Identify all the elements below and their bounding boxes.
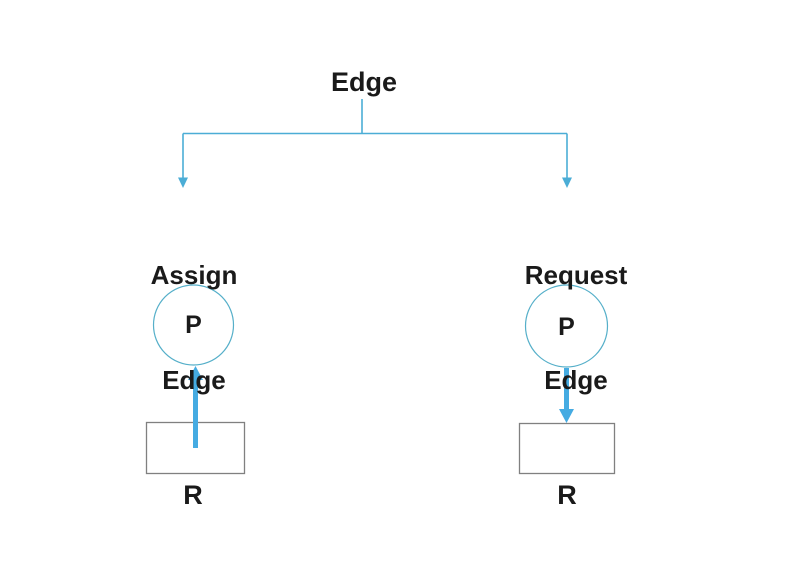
process-label-left: P	[185, 310, 202, 339]
assign-edge-label-line2: Edge	[162, 365, 226, 395]
request-edge-label: Request Edge	[491, 188, 661, 468]
request-edge-label-line2: Edge	[544, 365, 608, 395]
resource-label-right: R	[557, 480, 577, 510]
process-label-right: P	[558, 312, 575, 341]
assign-arrow	[188, 366, 203, 448]
arrowhead-down-icon	[562, 177, 572, 188]
assign-edge-label: Assign Edge	[109, 188, 279, 468]
arrowhead-up-icon	[188, 366, 203, 380]
process-node-left	[152, 284, 235, 366]
diagram-title: Edge	[330, 67, 397, 97]
arrowhead-down-icon	[178, 177, 188, 188]
process-node-right	[524, 284, 609, 368]
request-edge-label-line1: Request	[524, 260, 628, 290]
assign-edge-label-line1: Assign	[150, 260, 238, 290]
arrowhead-down-icon	[559, 409, 574, 423]
request-arrow	[559, 368, 574, 423]
resource-node-right	[518, 422, 616, 475]
resource-label-left: R	[183, 480, 203, 510]
tree-connector	[178, 99, 572, 188]
